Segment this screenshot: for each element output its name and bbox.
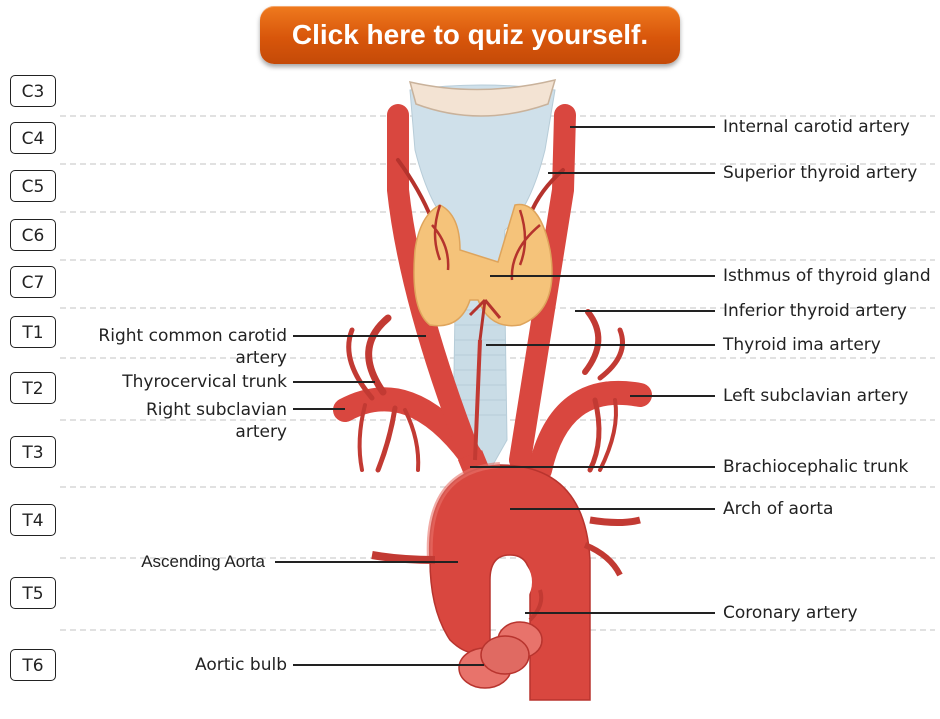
label-aortic-bulb: Aortic bulb [195,655,287,675]
vertebral-level-c4: C4 [10,122,56,154]
thyroid-gland [413,203,553,341]
leader-lines [275,126,715,666]
label-isthmus: Isthmus of thyroid gland [723,266,931,286]
aortic-bulb [458,589,544,689]
vertebral-level-c3: C3 [10,75,56,107]
label-thyrocervical: Thyrocervical trunk [122,372,287,392]
thyroid-ima-artery [473,339,482,461]
label-ascending-aorta: Ascending Aorta [141,552,265,571]
vertebral-level-t5: T5 [10,577,56,609]
level-gridlines [60,115,935,631]
label-right-subclavian-line2: artery [235,422,287,442]
label-superior-thyroid: Superior thyroid artery [723,163,918,183]
label-thyroid-ima: Thyroid ima artery [723,335,881,355]
vertebral-level-t4: T4 [10,504,56,536]
vertebral-level-t3: T3 [10,436,56,468]
quiz-button[interactable]: Click here to quiz yourself. [260,6,680,64]
larynx [409,84,556,311]
vertebral-level-c5: C5 [10,170,56,202]
label-internal-carotid: Internal carotid artery [723,117,910,137]
label-coronary: Coronary artery [723,603,858,623]
label-left-subclavian: Left subclavian artery [723,386,909,406]
thyroid-cartilage [408,78,557,117]
left-subclavian-artery [528,309,652,482]
vertebral-level-t6: T6 [10,649,56,681]
label-inferior-thyroid: Inferior thyroid artery [723,301,907,321]
label-arch-aorta: Arch of aorta [723,499,834,519]
vertebral-level-t1: T1 [10,316,56,348]
label-right-subclavian: Right subclavian [145,400,287,420]
label-right-common-carotid-line2: artery [235,348,287,368]
vertebral-level-t2: T2 [10,372,56,404]
label-right-common-carotid: Right common carotid [98,326,287,346]
label-brachiocephalic: Brachiocephalic trunk [723,457,909,477]
vertebral-level-c6: C6 [10,219,56,251]
vertebral-level-c7: C7 [10,266,56,298]
